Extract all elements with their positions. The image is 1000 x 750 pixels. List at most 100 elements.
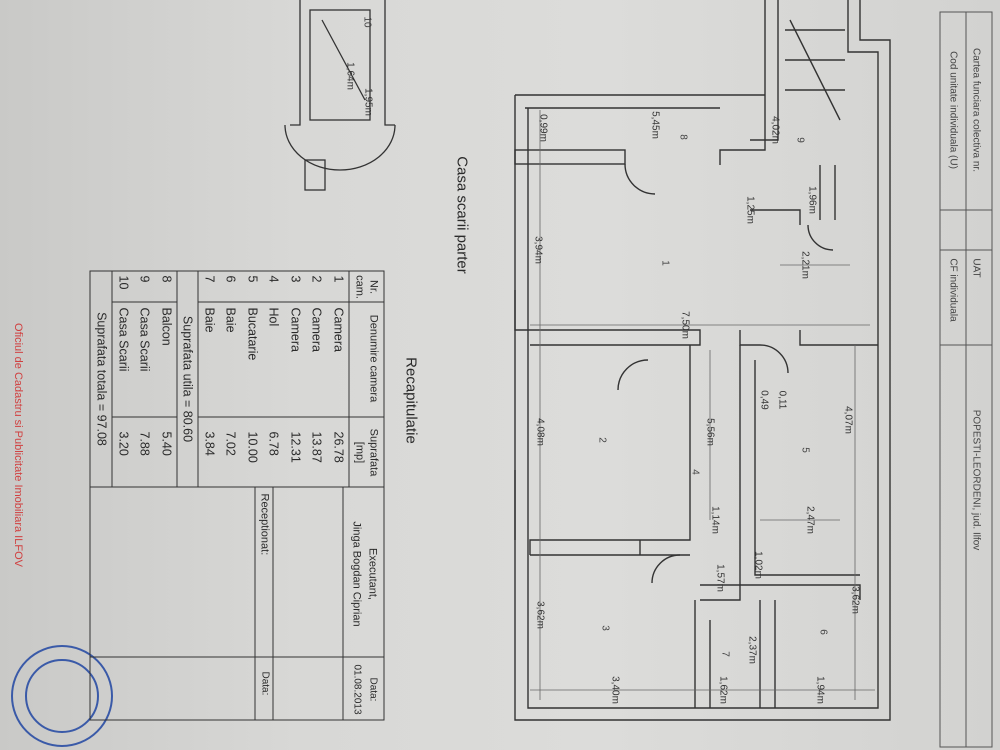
- dimension: 3,62m: [534, 601, 546, 629]
- room-name: Hol: [267, 307, 281, 327]
- dimension: 3,94m: [532, 236, 544, 264]
- recap-table: Nr. cam. Denumire camera Suprafata [mp] …: [89, 270, 385, 721]
- dimension: 1,14m: [709, 506, 721, 534]
- dimension: 3,40m: [609, 676, 621, 704]
- executant-name: Jinga Bogdan Ciprian: [350, 521, 363, 627]
- room-name: Baie: [202, 307, 217, 333]
- suprafata-utila: Suprafata utila = 80.60: [180, 315, 195, 443]
- room-name: Casa Scarii: [138, 307, 152, 372]
- recapitulatie-section: Recapitulatie Nr. cam. Denumire camera S…: [85, 270, 420, 721]
- room-name: Balcon: [159, 307, 174, 346]
- room-nr: 3: [288, 275, 303, 283]
- room-number: 10: [361, 16, 373, 28]
- room-area: 7.88: [138, 431, 152, 456]
- stair-title: Casa scarii parter: [453, 156, 471, 274]
- data-label: Data:: [367, 677, 379, 702]
- room-number: 8: [677, 134, 689, 140]
- cf-individuala-label: CF individuala: [947, 258, 959, 322]
- room-nr: 6: [224, 275, 238, 283]
- room-name: Camera: [310, 307, 324, 352]
- dimension: 1,62m: [717, 676, 729, 704]
- dimension: 1,57m: [714, 564, 726, 592]
- dimension: 1,94m: [814, 676, 826, 704]
- cf-colectiva-label: Cartea funciara colectiva nr.: [970, 48, 982, 172]
- room-area: 10.00: [245, 431, 260, 463]
- room-name: Camera: [288, 307, 303, 352]
- room-number: 3: [599, 625, 611, 631]
- dimension: 4,02m: [769, 116, 781, 144]
- uat-label: UAT: [970, 258, 982, 278]
- dimension: 1,95m: [362, 88, 374, 116]
- receptionat-label: Receptionat:: [258, 493, 271, 556]
- uat-value: POPESTI-LEORDENI, jud. Ilfov: [970, 409, 982, 551]
- dimension: 4,07m: [842, 406, 854, 434]
- room-nr: 9: [138, 275, 152, 283]
- dimension: 1,64m: [344, 62, 356, 90]
- dimension: 1,25m: [744, 196, 756, 224]
- room-number: 4: [689, 469, 701, 475]
- dimension: 1,96m: [806, 186, 818, 214]
- data-value: 01.08.2013: [351, 664, 363, 715]
- seal-stamp: [11, 645, 113, 747]
- dimension: 1,02m: [752, 551, 764, 579]
- room-nr: 1: [331, 275, 346, 283]
- room-name: Baie: [224, 307, 238, 333]
- room-number: 5: [799, 447, 811, 453]
- dimension: 0,11: [776, 390, 788, 410]
- room-nr: 8: [159, 275, 174, 283]
- dimension: 0,49: [758, 390, 770, 410]
- stair-house-plan: [284, 0, 396, 191]
- room-nr: 5: [245, 275, 260, 283]
- room-number: 6: [817, 629, 829, 635]
- recap-title: Recapitulatie: [402, 357, 420, 444]
- suprafata-totala: Suprafata totala = 97.08: [94, 312, 109, 446]
- room-area: 26.78: [331, 431, 346, 463]
- room-area: 12.31: [288, 431, 303, 463]
- cod-unitate-label: Cod unitate individuala (U): [947, 51, 959, 169]
- dimension: 2,47m: [804, 506, 816, 534]
- stamp-text: Oficiul de Cadastru si Publicitate Imobi…: [12, 323, 24, 567]
- room-name: Camera: [331, 307, 346, 352]
- room-number: 7: [719, 651, 731, 657]
- room-name: Bucatarie: [245, 307, 260, 361]
- room-nr: 7: [202, 275, 217, 283]
- room-area: 3.20: [116, 431, 131, 456]
- room-nr: 10: [116, 275, 131, 290]
- dimension: 5,45m: [649, 111, 661, 139]
- room-number: 9: [794, 137, 806, 143]
- room-name: Casa Scarii: [116, 307, 131, 372]
- col-header-area: Suprafata [mp]: [353, 428, 380, 477]
- dimension: 0,99m: [537, 114, 549, 142]
- dimension: 2,21m: [799, 251, 811, 279]
- room-area: 6.78: [267, 431, 281, 456]
- col-header-nr: Nr. cam.: [353, 275, 380, 299]
- dimension: 4,08m: [534, 418, 546, 446]
- room-number: 1: [659, 260, 671, 266]
- room-area: 7.02: [224, 431, 238, 456]
- room-number: 2: [596, 437, 608, 443]
- dimension: 3,62m: [849, 586, 861, 614]
- room-nr: 4: [267, 275, 281, 283]
- floor-plan-walls: [514, 0, 891, 721]
- col-header-name: Denumire camera: [367, 314, 380, 403]
- room-area: 5.40: [159, 431, 174, 456]
- dimension: 7,50m: [679, 311, 691, 339]
- room-area: 13.87: [310, 431, 324, 463]
- executant-label: Executant,: [366, 548, 379, 600]
- dimension: 2,37m: [746, 636, 758, 664]
- room-area: 3.84: [202, 431, 217, 456]
- room-nr: 2: [310, 275, 324, 283]
- dimension: 5,56m: [704, 418, 716, 446]
- data2-label: Data:: [259, 671, 271, 696]
